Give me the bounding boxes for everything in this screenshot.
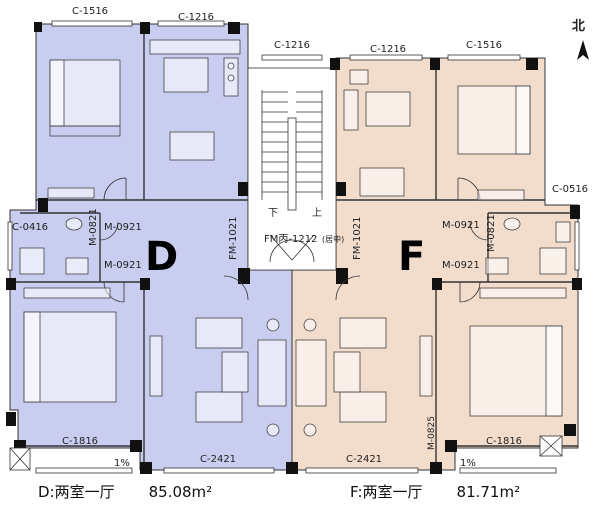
stair-label-down: 下: [268, 208, 278, 219]
window-label-d-bottom: C-1816: [62, 436, 98, 447]
door-label-f-m2: M-0921: [442, 260, 480, 271]
window-label-top-f2: C-1516: [466, 40, 502, 51]
window-label-f-south: C-2421: [346, 454, 382, 465]
door-label-f-fm: FM-1021: [352, 217, 363, 260]
door-label-d-m3: M-0821: [88, 208, 99, 246]
kitchen-dining-living: [149, 39, 411, 437]
north-arrow-icon: [577, 40, 589, 60]
caption-f-title: F:两室一厅: [350, 483, 423, 501]
window-label-f-side: C-0516: [552, 184, 588, 195]
door-label-f-m3: M-0821: [486, 214, 497, 252]
stairwell: [247, 67, 337, 271]
door-label-f-m1: M-0921: [442, 220, 480, 231]
door-label-stair-note: (居中): [322, 234, 344, 244]
beds: [23, 59, 567, 417]
windows: [7, 20, 580, 474]
window-label-top-d1: C-1516: [72, 6, 108, 17]
window-label-top-mid: C-1216: [274, 40, 310, 51]
unit-d-letter: D: [145, 234, 178, 280]
door-label-f-m4: M-0825: [427, 416, 437, 450]
caption-d-area: 85.08m²: [148, 483, 213, 501]
caption-unit-f: F:两室一厅 81.71m²: [350, 481, 520, 502]
columns: [6, 22, 582, 474]
door-label-d-fm: FM-1021: [228, 217, 239, 260]
window-label-d-side: C-0416: [12, 222, 48, 233]
caption-d-title: D:两室一厅: [38, 483, 115, 501]
bathrooms: [19, 217, 571, 275]
slope-label-d: 1%: [114, 458, 130, 469]
caption-unit-d: D:两室一厅 85.08m²: [38, 481, 212, 502]
window-label-f-bottom: C-1816: [486, 436, 522, 447]
doors: [99, 177, 489, 303]
slope-label-f: 1%: [460, 458, 476, 469]
door-label-d-m2: M-0921: [104, 260, 142, 271]
unit-f-letter: F: [398, 234, 425, 280]
door-label-d-m1: M-0921: [104, 222, 142, 233]
window-label-d-south: C-2421: [200, 454, 236, 465]
window-label-top-f1: C-1216: [370, 44, 406, 55]
balconies: [9, 435, 563, 471]
door-label-stair-fm: FM丙-1212: [264, 234, 317, 245]
caption-f-area: 81.71m²: [456, 483, 521, 501]
window-label-top-d2: C-1216: [178, 12, 214, 23]
stair-label-up: 上: [312, 207, 322, 219]
compass-label: 北: [572, 19, 585, 34]
